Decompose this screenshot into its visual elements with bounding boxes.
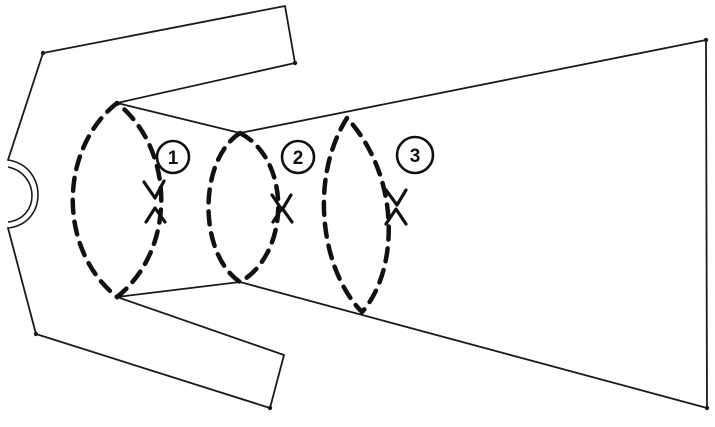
loop-3 [321, 115, 408, 316]
loop-2 [206, 130, 294, 285]
marker-3-label: 3 [410, 146, 421, 167]
marker-2-circle [280, 139, 316, 175]
loop-3-arrow-down [384, 188, 408, 207]
corner-dots [33, 37, 710, 411]
loop-1-arrow-up [144, 206, 167, 224]
loop-1-path [70, 100, 164, 300]
loop-1 [70, 100, 167, 300]
loop-2-path [206, 130, 281, 285]
neckline [7, 159, 39, 229]
body-outline [116, 39, 708, 409]
marker-1: 1 [155, 139, 191, 175]
garment-outline [7, 5, 708, 409]
loop-3-arrow-up [384, 207, 408, 226]
marker-3: 3 [395, 135, 435, 175]
loop-1-arrow-down [142, 179, 166, 200]
neckline-inner [7, 166, 33, 223]
marker-1-label: 1 [168, 148, 179, 169]
loop-2-arrow-up [271, 206, 294, 224]
marker-2: 2 [280, 139, 316, 175]
upper-sleeve-outline [7, 5, 296, 161]
marker-3-circle [395, 135, 435, 175]
lower-sleeve-outline [7, 227, 285, 409]
marker-1-circle [155, 139, 191, 175]
loop-3-path [321, 115, 391, 316]
marker-2-label: 2 [293, 148, 304, 169]
